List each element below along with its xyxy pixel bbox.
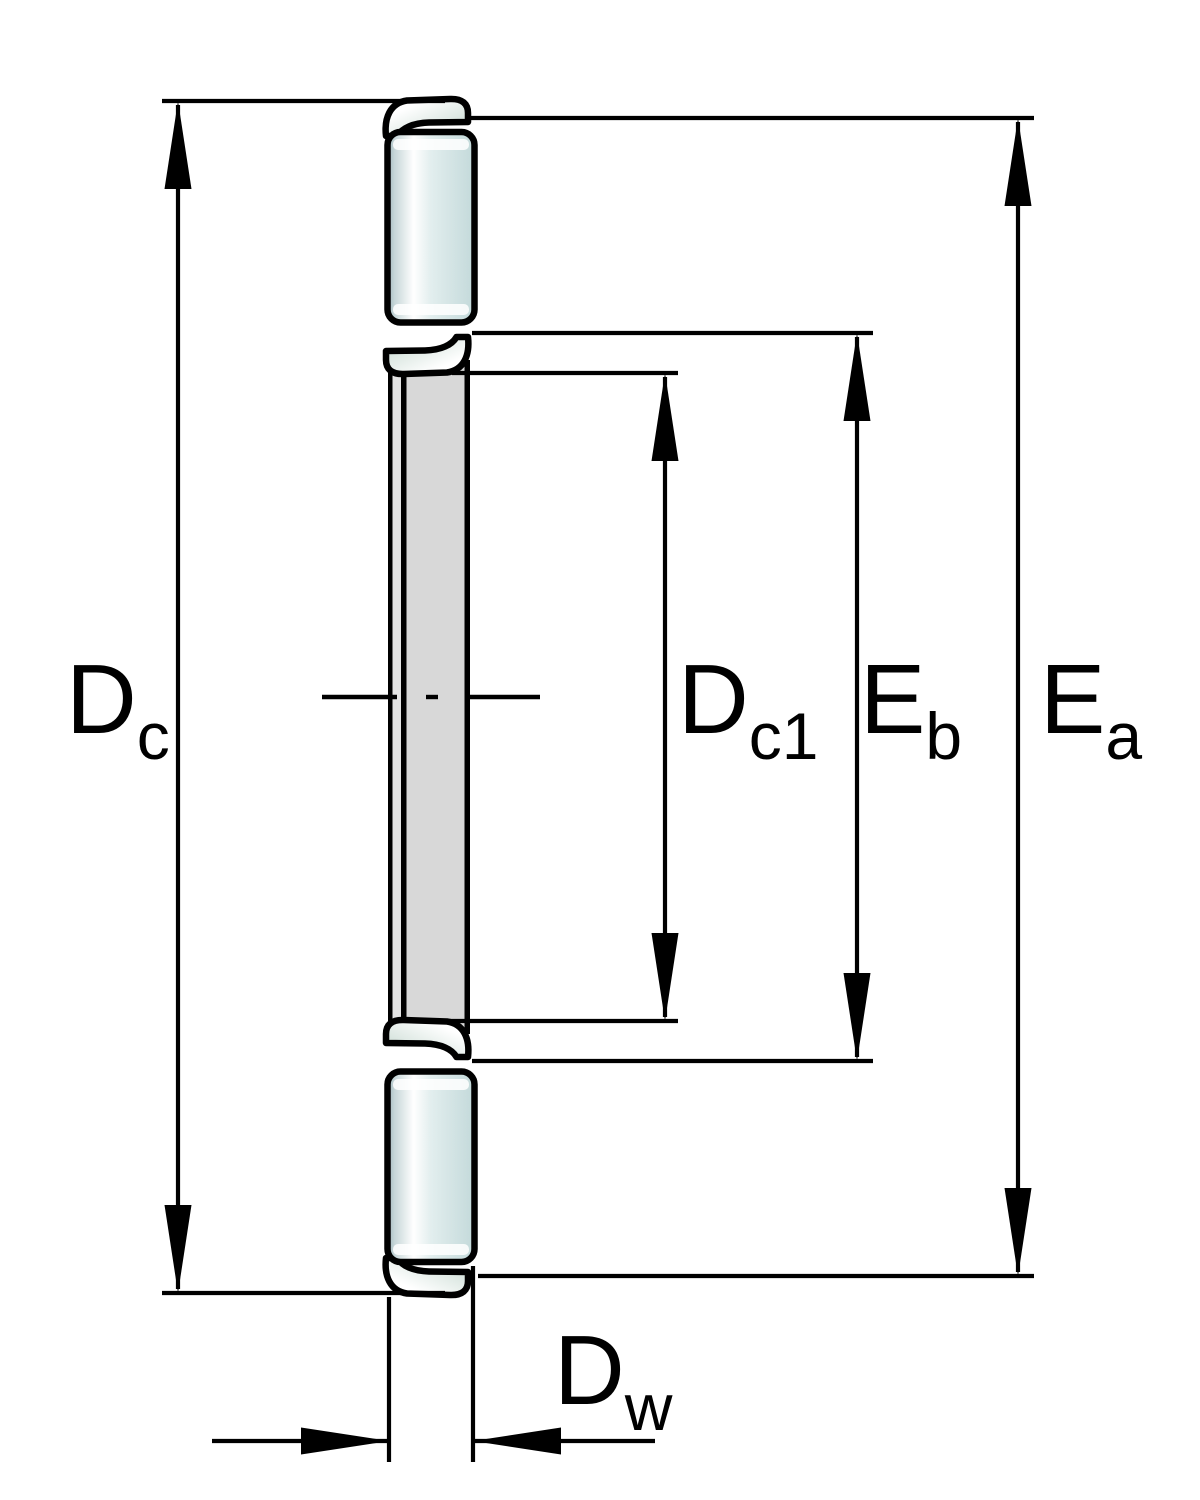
- roller-body: [384, 128, 478, 326]
- label-eb-sub: b: [925, 699, 962, 773]
- dimension-dw: [212, 1266, 655, 1462]
- label-ea: Ea: [1040, 644, 1142, 773]
- bearing-top-half: [382, 95, 478, 697]
- label-eb-main: E: [860, 644, 925, 754]
- label-dw: Dw: [554, 1315, 673, 1444]
- label-dw-main: D: [554, 1315, 625, 1425]
- dc1-arrow-down: [651, 933, 679, 1021]
- dw-arrow-left: [473, 1427, 561, 1455]
- roller-end-highlight-top: [393, 139, 469, 150]
- label-dc: Dc: [66, 644, 170, 773]
- needle-roller: [384, 128, 478, 326]
- label-dc1-main: D: [678, 644, 749, 754]
- eb-arrow-up: [843, 333, 871, 421]
- label-ea-sub: a: [1105, 699, 1142, 773]
- roller-end-highlight-bottom: [393, 304, 469, 315]
- label-dc1: Dc1: [678, 644, 819, 773]
- label-eb: Eb: [860, 644, 962, 773]
- label-ea-main: E: [1040, 644, 1105, 754]
- label-dw-sub: w: [624, 1370, 673, 1444]
- dimension-dc1: [440, 370, 679, 1024]
- label-dc-sub: c: [137, 699, 170, 773]
- cage-wall-line-outer: [388, 360, 393, 697]
- cage-section-fill: [406, 360, 470, 697]
- eb-arrow-down: [843, 973, 871, 1061]
- ea-arrow-down: [1004, 1188, 1032, 1276]
- bearing-cross-section: [382, 95, 478, 1295]
- ea-arrow-up: [1004, 118, 1032, 206]
- cage-strip-section: [388, 360, 470, 697]
- dc-arrow-up: [164, 101, 192, 189]
- cage-wall-line-inner: [401, 360, 407, 697]
- label-dc1-sub: c1: [749, 699, 819, 773]
- dimension-dc: [162, 98, 445, 1296]
- dc-arrow-down: [164, 1205, 192, 1293]
- bearing-bottom-half: [386, 697, 475, 1295]
- dimension-eb: [472, 330, 873, 1064]
- dw-arrow-right: [301, 1427, 389, 1455]
- cage-lip-curl-inner: [382, 333, 472, 378]
- cage-right-edge-line: [464, 360, 470, 697]
- label-dc-main: D: [66, 644, 137, 754]
- dimension-ea: [471, 115, 1034, 1279]
- dc1-arrow-up: [651, 373, 679, 461]
- dimension-labels: Dc Dc1 Eb Ea Dw: [66, 644, 1142, 1444]
- cage-lip-curl-outer: [382, 95, 472, 140]
